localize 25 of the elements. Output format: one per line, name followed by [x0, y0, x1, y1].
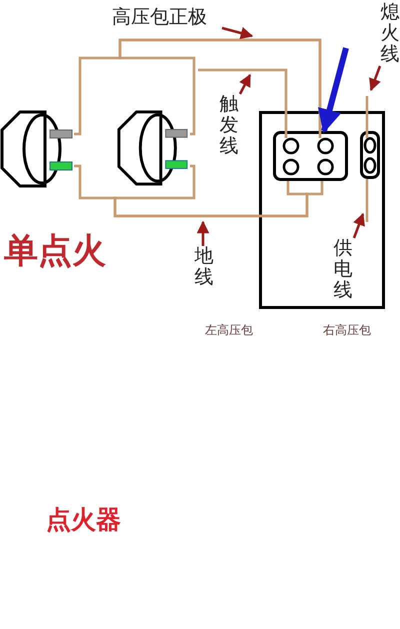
terminal-block — [273, 131, 348, 181]
pointer-arrow — [318, 47, 349, 134]
leader-arrow — [222, 26, 254, 40]
wire — [198, 68, 288, 131]
wire-label: 地线 — [193, 246, 215, 290]
coil-label: 右高压包 — [323, 322, 371, 339]
terminal-block — [360, 131, 380, 179]
wire — [366, 179, 368, 222]
igniter-box — [259, 111, 385, 309]
ignition-coil-drawing — [0, 110, 74, 188]
wire — [118, 38, 322, 136]
wire-label: 熄火线 — [380, 2, 400, 66]
wire-label: 高压包正极 — [112, 4, 222, 28]
ignition-coil-drawing — [116, 110, 190, 186]
leader-arrow — [352, 212, 365, 238]
wire-label: 触发线 — [218, 94, 240, 158]
wire — [366, 96, 368, 131]
leader-arrow — [238, 74, 252, 95]
coil-label: 左高压包 — [205, 322, 253, 339]
leader-arrow — [369, 66, 382, 92]
wire-label: 供电线 — [332, 238, 354, 302]
leader-arrow — [196, 220, 210, 246]
mode-heading: 单点火 — [4, 230, 106, 273]
product-caption: 点火器 — [46, 504, 121, 536]
wire — [114, 164, 324, 218]
